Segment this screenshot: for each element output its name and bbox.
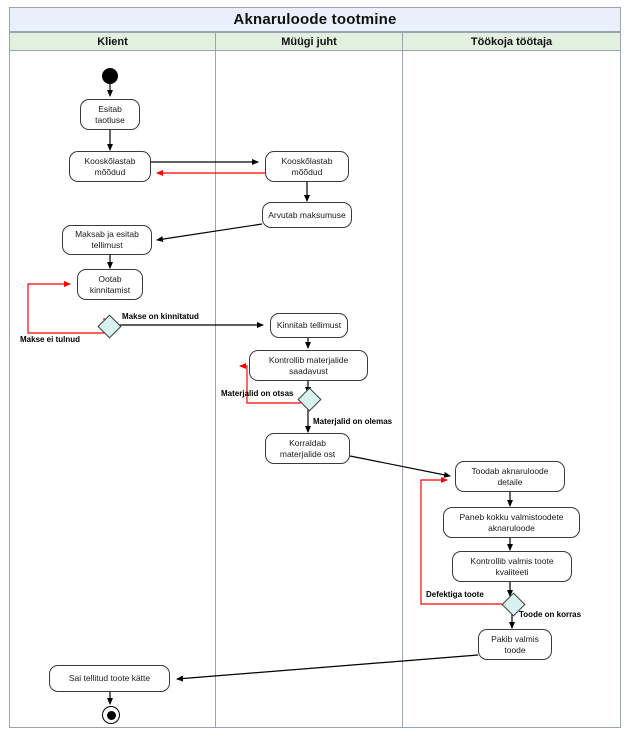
activity-sai-tellitud-toote-katte[interactable]: Sai tellitud toote kätte: [49, 665, 170, 692]
lane-header-label: Klient: [97, 35, 128, 48]
start-node: [102, 68, 118, 84]
activity-kooskolastab-moodud-klient[interactable]: Kooskõlastab mõõdud: [69, 151, 151, 182]
activity-korraldab-materjalide-ost[interactable]: Korraldab materjalide ost: [265, 433, 350, 464]
node-label: Kooskõlastab mõõdud: [84, 155, 136, 177]
end-node-inner: [106, 710, 116, 720]
node-label: Kinnitab tellimust: [276, 320, 342, 330]
node-label: Toodab aknaruloode detaile: [471, 465, 549, 487]
activity-kontrollib-valmis-toote-kvaliteeti[interactable]: Kontrollib valmis toote kvaliteeti: [452, 551, 572, 582]
edge-label-toode-on-korras: Toode on korras: [519, 610, 582, 619]
diagram-title: Aknaruloode tootmine: [233, 11, 397, 28]
lane-header-tookoja-tootaja: Töökoja töötaja: [402, 32, 621, 51]
lane-body-tookoja-tootaja: [402, 50, 621, 728]
activity-pakib-valmis-toode[interactable]: Pakib valmis toode: [478, 629, 552, 660]
end-node: [102, 706, 120, 724]
node-label: Paneb kokku valmistoodete aknaruloode: [459, 511, 564, 533]
lane-header-klient: Klient: [9, 32, 216, 51]
node-label: Esitab taotluse: [95, 103, 125, 125]
activity-paneb-kokku-valmistoodete-aknaruloode[interactable]: Paneb kokku valmistoodete aknaruloode: [443, 507, 580, 538]
edge-label-materjalid-on-olemas: Materjalid on olemas: [313, 417, 393, 426]
node-label: Ootab kinnitamist: [89, 273, 131, 295]
node-label: Pakib valmis toode: [491, 633, 539, 655]
activity-kooskolastab-moodud-muugi[interactable]: Kooskõlastab mõõdud: [265, 151, 349, 182]
node-label: Kooskõlastab mõõdud: [281, 155, 333, 177]
activity-esitab-taotluse[interactable]: Esitab taotluse: [80, 99, 140, 130]
activity-maksab-ja-esitab-tellimust[interactable]: Maksab ja esitab tellimust: [62, 225, 152, 255]
node-label: Sai tellitud toote kätte: [68, 673, 151, 683]
activity-ootab-kinnitamist[interactable]: Ootab kinnitamist: [77, 269, 143, 300]
diagram-title-bar: Aknaruloode tootmine: [9, 7, 621, 32]
edge-label-makse-on-kinnitatud: Makse on kinnitatud: [122, 312, 199, 321]
lane-header-label: Töökoja töötaja: [470, 35, 553, 48]
node-label: Korraldab materjalide ost: [279, 437, 336, 459]
node-label: Maksab ja esitab tellimust: [75, 229, 139, 250]
lane-header-muugi-juht: Müügi juht: [215, 32, 403, 51]
activity-arvutab-maksumuse[interactable]: Arvutab maksumuse: [262, 202, 352, 228]
edge-label-materjalid-on-otsas: Materjalid on otsas: [221, 389, 294, 398]
activity-kontrollib-materjalide-saadavust[interactable]: Kontrollib materjalide saadavust: [249, 350, 368, 381]
edge-label-makse-ei-tulnud: Makse ei tulnud: [20, 335, 81, 344]
edge-label-defektiga-toote: Defektiga toote: [426, 590, 484, 599]
activity-toodab-aknaruloode-detaile[interactable]: Toodab aknaruloode detaile: [455, 461, 565, 492]
node-label: Arvutab maksumuse: [268, 209, 346, 220]
lane-header-label: Müügi juht: [281, 35, 337, 48]
node-label: Kontrollib valmis toote kvaliteeti: [470, 555, 554, 577]
activity-kinnitab-tellimust[interactable]: Kinnitab tellimust: [270, 313, 348, 338]
node-label: Kontrollib materjalide saadavust: [268, 354, 349, 376]
